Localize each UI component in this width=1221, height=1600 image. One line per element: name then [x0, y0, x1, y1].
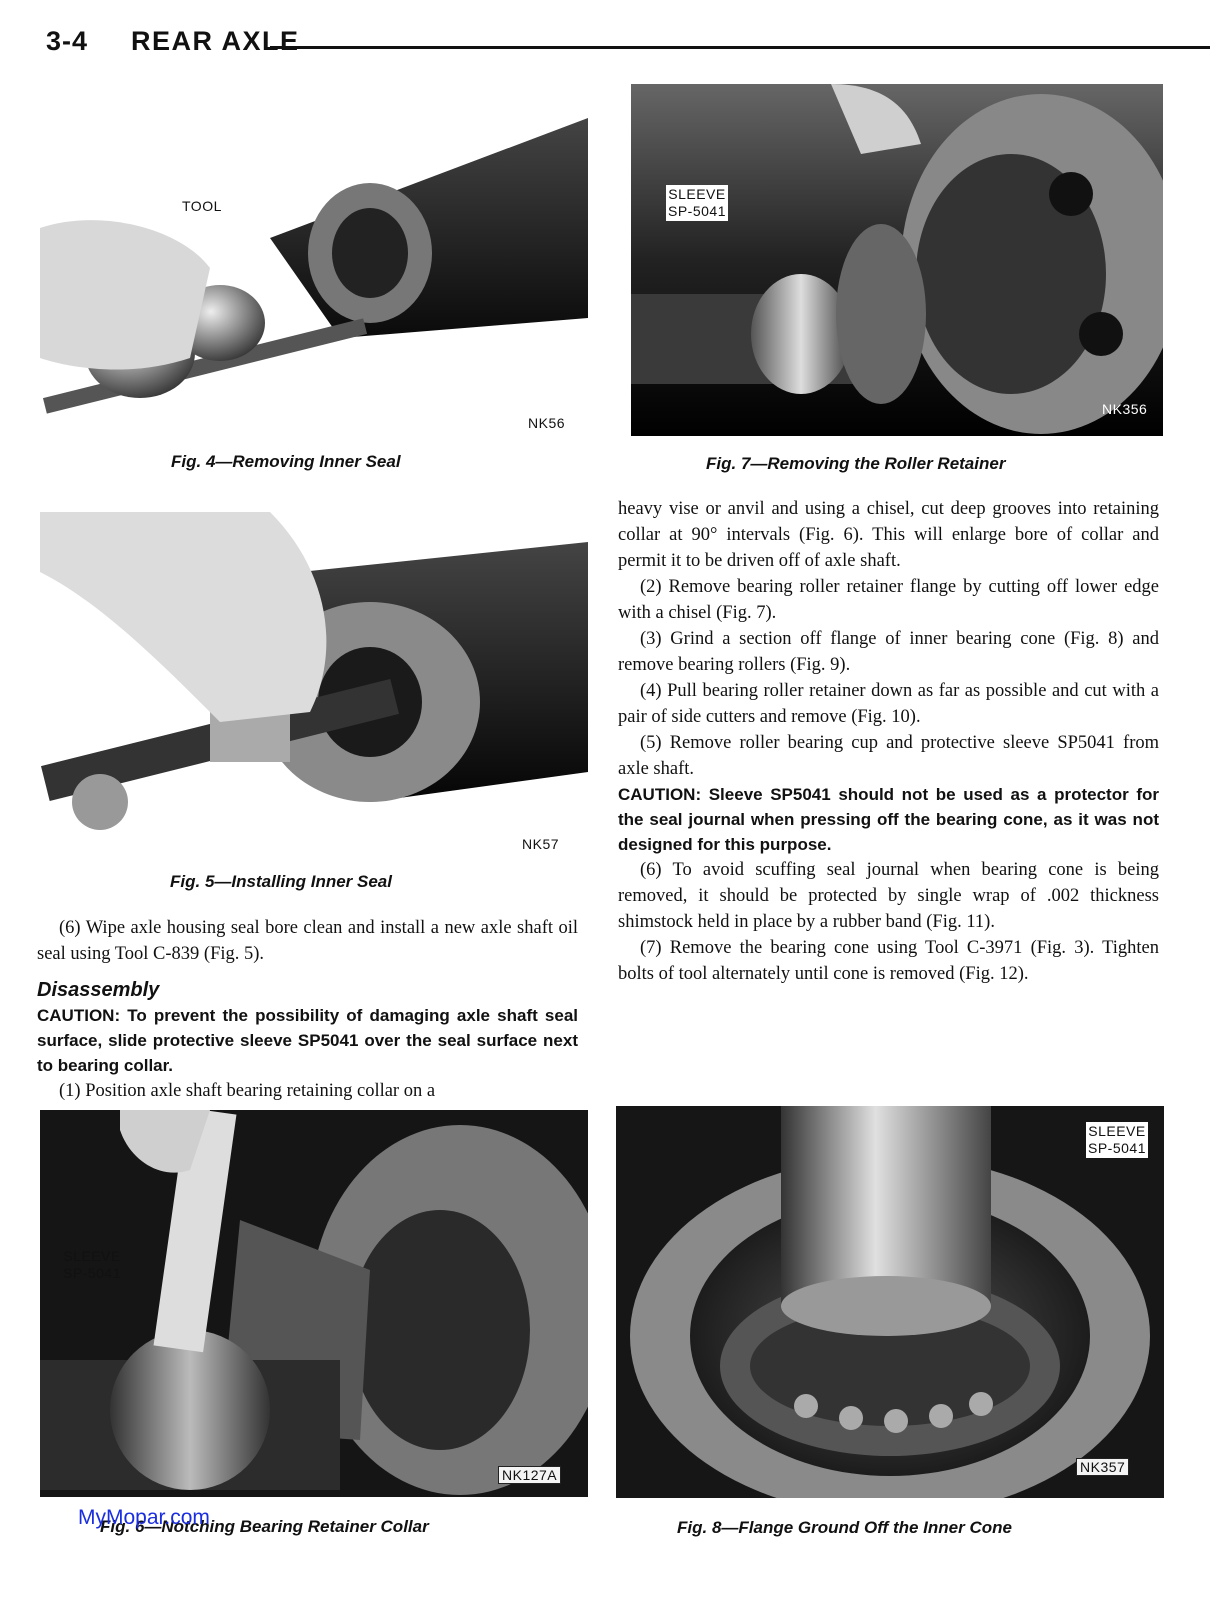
- right-caution: CAUTION: Sleeve SP5041 should not be use…: [618, 785, 1159, 854]
- fig5-photo: [40, 512, 588, 834]
- fig7-sleeve-label-line1: SLEEVE: [668, 186, 726, 202]
- fig5-caption: Fig. 5—Installing Inner Seal: [170, 872, 392, 891]
- left-step-6: (6) Wipe axle housing seal bore clean an…: [37, 918, 578, 964]
- fig4-code: NK56: [528, 415, 566, 431]
- page-number: 3-4: [46, 26, 89, 56]
- left-step-1: (1) Position axle shaft bearing retainin…: [59, 1081, 436, 1101]
- fig8-photo: [616, 1106, 1164, 1498]
- fig4-photo: [40, 118, 588, 438]
- right-step-5: (5) Remove roller bearing cup and protec…: [618, 733, 1159, 779]
- right-step-6: (6) To avoid scuffing seal journal when …: [618, 860, 1159, 932]
- right-step-4: (4) Pull bearing roller retainer down as…: [618, 681, 1159, 727]
- right-text-column: heavy vise or anvil and using a chisel, …: [618, 496, 1159, 987]
- page-title: REAR AXLE: [131, 26, 300, 56]
- fig8-caption: Fig. 8—Flange Ground Off the Inner Cone: [677, 1518, 1012, 1537]
- fig5-code: NK57: [522, 836, 560, 852]
- fig7-sleeve-label: SLEEVE SP-5041: [666, 185, 728, 221]
- fig7-photo: [631, 84, 1163, 436]
- fig6-sleeve-label-line1: SLEEVE: [63, 1248, 121, 1264]
- fig8-sleeve-label-line2: SP-5041: [1088, 1140, 1146, 1156]
- fig6-sleeve-label: SLEEVE SP-5041: [63, 1248, 121, 1282]
- header-rule: [270, 46, 1210, 49]
- watermark-link[interactable]: MyMopar.com: [78, 1506, 210, 1529]
- fig7-sleeve-label-line2: SP-5041: [668, 203, 726, 219]
- left-text-column: (6) Wipe axle housing seal bore clean an…: [37, 915, 578, 1104]
- left-caution: CAUTION: To prevent the possibility of d…: [37, 1006, 578, 1075]
- fig6-sleeve-label-line2: SP-5041: [63, 1265, 121, 1281]
- right-step-3: (3) Grind a section off flange of inner …: [618, 629, 1159, 675]
- fig6-photo: [40, 1110, 588, 1497]
- fig8-sleeve-label: SLEEVE SP-5041: [1086, 1122, 1148, 1158]
- fig8-sleeve-label-line1: SLEEVE: [1088, 1123, 1146, 1139]
- right-step-2: (2) Remove bearing roller retainer flang…: [618, 577, 1159, 623]
- fig7-code: NK356: [1102, 401, 1148, 417]
- fig6-code: NK127A: [498, 1466, 562, 1484]
- right-continuation: heavy vise or anvil and using a chisel, …: [618, 499, 1159, 571]
- fig7-caption: Fig. 7—Removing the Roller Retainer: [706, 454, 1006, 473]
- fig6-caption: Fig. 6—Notching Bearing Retainer Collar: [100, 1517, 429, 1536]
- right-step-7: (7) Remove the bearing cone using Tool C…: [618, 938, 1159, 984]
- page-header: 3-4 REAR AXLE: [38, 18, 1210, 64]
- fig8-code: NK357: [1076, 1458, 1130, 1476]
- fig4-tool-label: TOOL: [182, 198, 222, 214]
- disassembly-heading: Disassembly: [37, 979, 160, 1001]
- fig4-caption: Fig. 4—Removing Inner Seal: [171, 452, 401, 471]
